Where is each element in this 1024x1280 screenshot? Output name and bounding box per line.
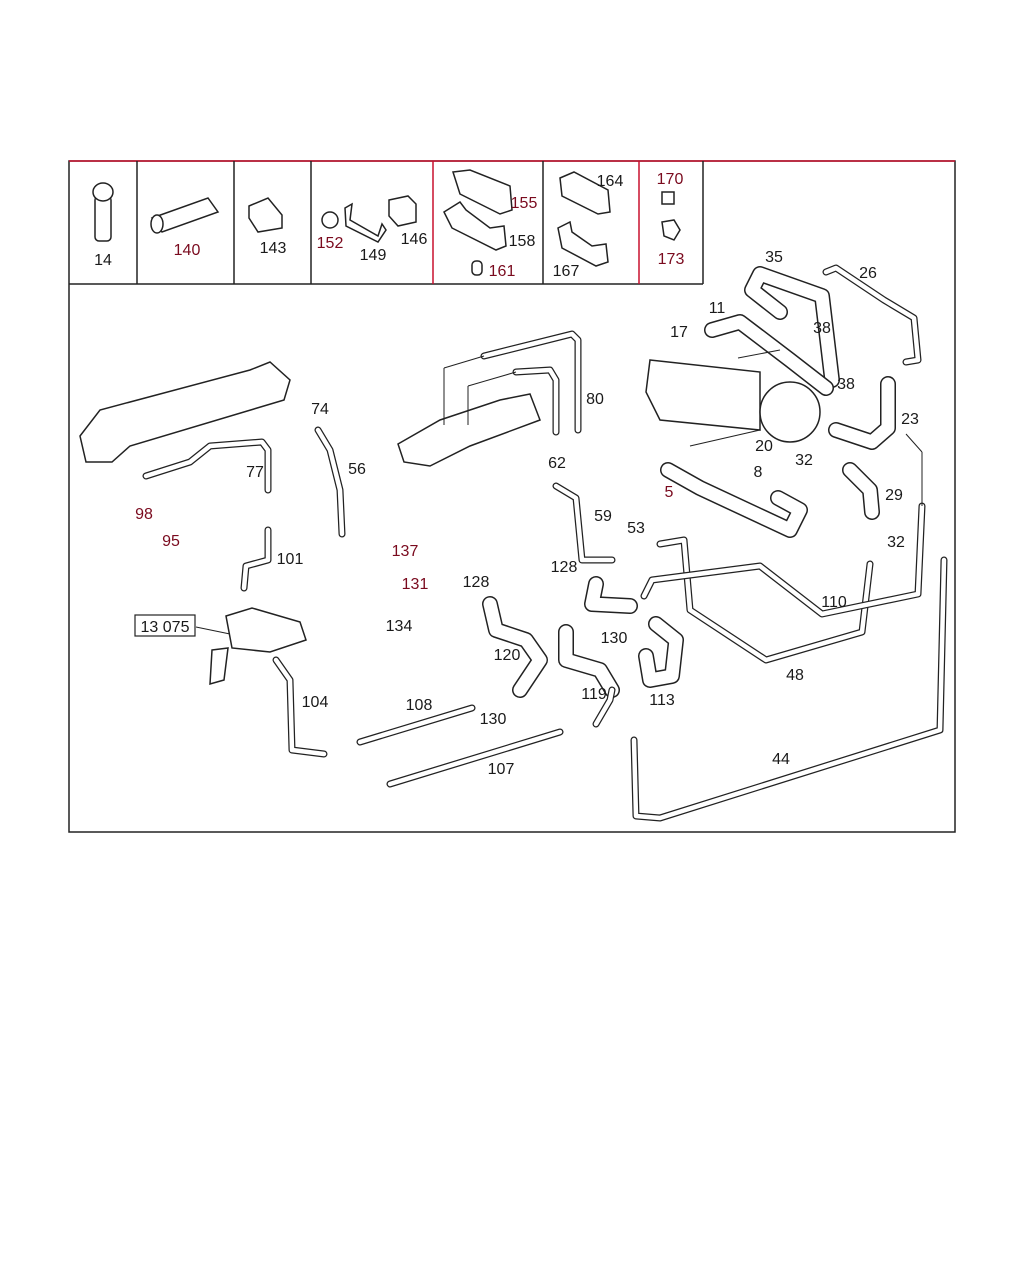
part-label[interactable]: 173 [658,251,685,268]
part-label[interactable]: 74 [311,401,329,418]
part-label[interactable]: 56 [348,461,366,478]
part-label[interactable]: 131 [402,576,429,593]
part-label[interactable]: 11 [709,300,726,317]
part-label[interactable]: 48 [786,667,804,684]
part-161-icon [471,260,483,276]
part-label[interactable]: 146 [401,231,428,248]
part-167-icon [557,220,609,267]
part-label[interactable]: 5 [665,484,674,501]
part-158-icon [443,200,507,251]
component-13075 [225,607,307,653]
part-label[interactable]: 161 [489,263,516,280]
reference-label: 13 075 [141,619,190,636]
part-label[interactable]: 23 [901,411,919,428]
part-label[interactable]: 149 [360,247,387,264]
part-label[interactable]: 17 [670,324,688,341]
part-label[interactable]: 155 [511,195,538,212]
part-label[interactable]: 44 [772,751,790,768]
part-label[interactable]: 134 [386,618,413,635]
part-155-icon [452,169,513,215]
part-label[interactable]: 53 [627,520,645,537]
part-label[interactable]: 158 [509,233,536,250]
part-label[interactable]: 130 [601,630,628,647]
part-label[interactable]: 152 [317,235,344,252]
top-panel-labels: 14 140 143 152 149 146 155 158 161 164 1… [94,171,684,280]
part-label[interactable]: 38 [837,376,855,393]
part-label[interactable]: 95 [162,533,180,550]
part-label[interactable]: 77 [246,464,264,481]
fuel-rail-left [79,361,291,463]
diagram-frame [68,160,956,833]
part-164-icon [559,171,611,215]
part-label[interactable]: 108 [406,697,433,714]
components [79,359,821,686]
part-label[interactable]: 8 [754,464,763,481]
part-label[interactable]: 130 [480,711,507,728]
part-label[interactable]: 120 [494,647,521,664]
part-label[interactable]: 101 [277,551,304,568]
small-parts-icons [92,169,681,276]
part-label[interactable]: 170 [657,171,684,188]
part-label[interactable]: 104 [302,694,329,711]
main-labels: 35 26 11 17 38 38 23 80 74 56 77 62 20 3… [135,249,919,778]
part-label[interactable]: 20 [755,438,773,455]
leader-lines [195,349,923,635]
part-label[interactable]: 128 [463,574,490,591]
part-label[interactable]: 119 [581,686,607,703]
part-label[interactable]: 80 [586,391,604,408]
part-label[interactable]: 113 [649,692,675,709]
part-170-icon [661,191,675,205]
part-label[interactable]: 35 [765,249,783,266]
part-label[interactable]: 128 [551,559,578,576]
part-label[interactable]: 14 [94,252,112,269]
panel-dividers [136,161,640,284]
part-label[interactable]: 62 [548,455,566,472]
part-label[interactable]: 110 [821,594,847,611]
part-149-icon [344,202,387,243]
part-label[interactable]: 140 [174,242,201,259]
part-146-icon [388,195,417,227]
fuel-filter [645,359,761,431]
pressure-regulator [759,381,821,443]
part-14-icon [94,195,112,242]
part-label[interactable]: 26 [859,265,877,282]
part-label[interactable]: 143 [260,240,287,257]
part-label[interactable]: 167 [553,263,580,280]
part-label[interactable]: 107 [488,761,515,778]
part-label[interactable]: 59 [594,508,612,525]
part-152-icon [321,211,339,229]
fuel-rail-center [397,393,541,467]
part-label[interactable]: 38 [813,320,831,337]
part-label[interactable]: 32 [887,534,905,551]
reference-box [134,614,196,637]
pipes [142,264,948,822]
part-label[interactable]: 164 [597,173,624,190]
part-173-icon [661,219,681,241]
part-label[interactable]: 137 [392,543,419,560]
part-143-icon [248,197,283,233]
part-label[interactable]: 98 [135,506,153,523]
part-label[interactable]: 32 [795,452,813,469]
part-label[interactable]: 29 [885,487,903,504]
hoses [482,266,896,698]
